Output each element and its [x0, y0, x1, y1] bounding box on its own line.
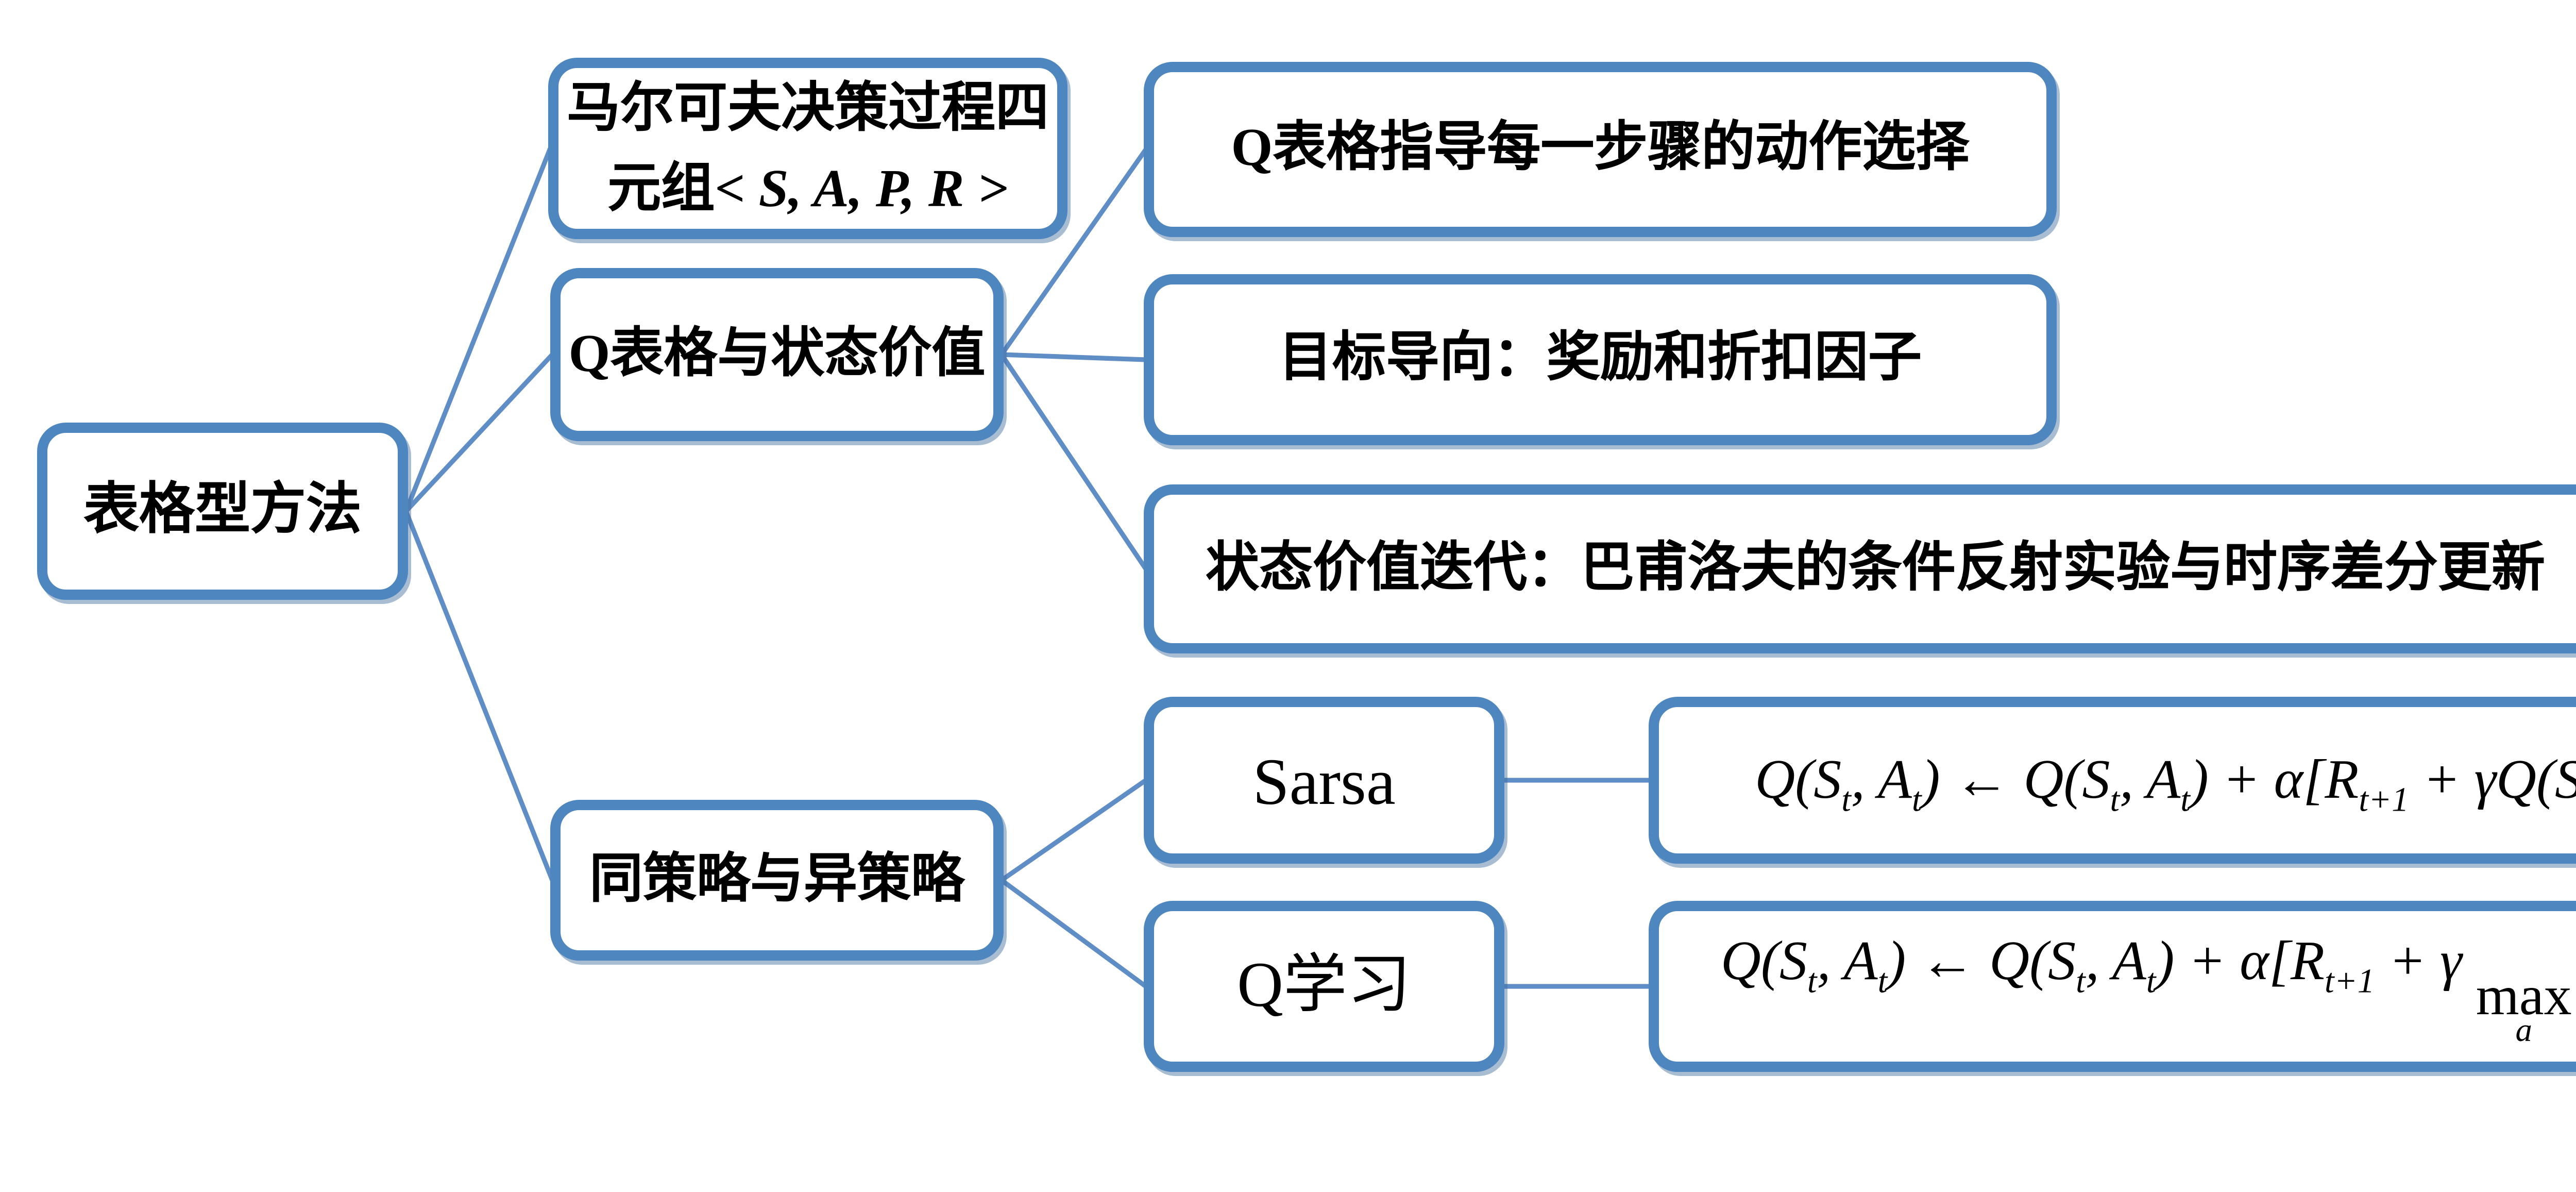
node-on-policy-off-policy: 同策略与异策略: [550, 800, 1004, 961]
node-sarsa: Sarsa: [1144, 697, 1504, 864]
connector-qtable-goal: [1001, 352, 1146, 362]
node-tabular-methods: 表格型方法: [37, 423, 408, 600]
connector-root-mdp: [403, 147, 553, 512]
node-label: 表格型方法: [83, 478, 362, 541]
node-label: Sarsa: [1252, 743, 1396, 817]
node-sarsa-update-formula: Q(St, At) ← Q(St, At) + α[Rt+1 + γQ(St+1…: [1649, 697, 2576, 864]
node-q-learning: Q学习: [1144, 901, 1504, 1072]
node-state-value-iteration: 状态价值迭代：巴甫洛夫的条件反射实验与时序差分更新: [1144, 484, 2576, 653]
node-label: 同策略与异策略: [589, 849, 964, 909]
connector-policy-qlearning: [1000, 878, 1147, 988]
connector-policy-sarsa: [1000, 778, 1147, 882]
node-goal-oriented-reward-discount: 目标导向：奖励和折扣因子: [1144, 274, 2057, 445]
connector-root-qtable: [404, 352, 554, 513]
node-label: Q(St, At) ← Q(St, At) + α[Rt+1 + γQ(St+1…: [1755, 747, 2576, 819]
node-label: 目标导向：奖励和折扣因子: [1278, 328, 1922, 388]
node-label: 状态价值迭代：巴甫洛夫的条件反射实验与时序差分更新: [1205, 538, 2545, 597]
node-label: Q表格与状态价值: [568, 323, 986, 383]
node-label: 马尔可夫决策过程四元组< S, A, P, R >: [566, 78, 1049, 219]
node-qtable-state-value: Q表格与状态价值: [550, 268, 1004, 441]
connector-qtable-valueiter: [999, 353, 1148, 570]
node-qtable-guides-action-selection: Q表格指导每一步骤的动作选择: [1144, 62, 2057, 237]
connector-root-policy: [403, 510, 555, 881]
node-label: Q学习: [1237, 948, 1411, 1021]
node-mdp-four-tuple: 马尔可夫决策过程四元组< S, A, P, R >: [548, 58, 1067, 239]
node-label: Q表格指导每一步骤的动作选择: [1231, 118, 1970, 178]
